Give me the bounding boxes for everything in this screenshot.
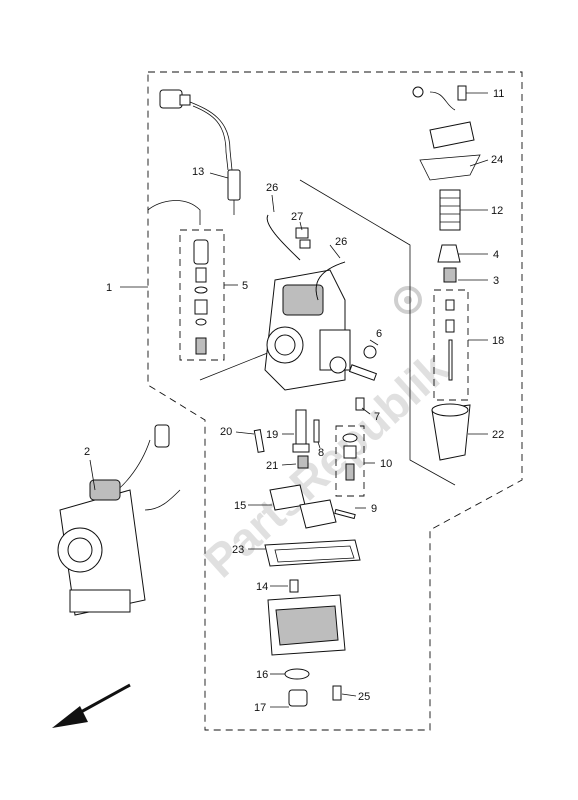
- main-group-outline: [147, 71, 523, 731]
- callout-12: 12: [491, 205, 503, 217]
- sensor-cable: [147, 200, 201, 225]
- drain-plug: [284, 668, 342, 707]
- reference-line-carb: [199, 349, 276, 381]
- group-5-box: [179, 229, 225, 361]
- callout-24: 24: [491, 154, 503, 166]
- group-boundaries: [147, 71, 523, 731]
- float-bowl: [267, 579, 346, 656]
- group-18-box: [433, 289, 469, 401]
- callout-19: 19: [266, 429, 278, 441]
- main-jet-holder: [295, 409, 307, 447]
- callout-22: 22: [492, 429, 504, 441]
- callouts: 1 2 3 4 5 6 7 8 9 10 11 12 13 14 15 16 1: [84, 88, 504, 714]
- callout-21: 21: [266, 460, 278, 472]
- callout-13: 13: [192, 166, 204, 178]
- callout-17: 17: [254, 702, 266, 714]
- callout-2: 2: [84, 446, 90, 458]
- callout-20: 20: [220, 426, 232, 438]
- callout-9: 9: [371, 503, 377, 515]
- callout-10: 10: [380, 458, 392, 470]
- callout-15: 15: [234, 500, 246, 512]
- part-10-stack: [342, 433, 358, 481]
- watermark-gear-icon: [394, 286, 422, 314]
- vent-hoses: [266, 214, 346, 301]
- callout-4: 4: [493, 249, 499, 261]
- callout-18: 18: [492, 335, 504, 347]
- callout-5: 5: [242, 280, 248, 292]
- part-6-screw: [348, 345, 378, 381]
- reference-line-22: [299, 179, 456, 486]
- sensor-body: [227, 169, 241, 201]
- group-10-box: [335, 425, 365, 497]
- slide-spring: [439, 189, 461, 231]
- assembled-carburetor: [57, 424, 181, 616]
- callout-25: 25: [358, 691, 370, 703]
- callout-26-upper: 26: [266, 182, 278, 194]
- callout-27: 27: [291, 211, 303, 223]
- callout-23: 23: [232, 544, 244, 556]
- slide-stack: [412, 85, 481, 461]
- callout-14: 14: [256, 581, 268, 593]
- callout-8: 8: [318, 447, 324, 459]
- callout-6: 6: [376, 328, 382, 340]
- floats: [269, 484, 356, 529]
- callout-7: 7: [374, 411, 380, 423]
- callout-26-lower: 26: [335, 236, 347, 248]
- callout-3: 3: [493, 275, 499, 287]
- direction-arrow-icon: [52, 683, 131, 728]
- sensor-assembly: [159, 89, 241, 215]
- jets: [253, 397, 365, 469]
- callout-1: 1: [106, 282, 112, 294]
- callout-16: 16: [256, 669, 268, 681]
- connector-plug: [159, 89, 183, 109]
- part-5-stack: [193, 239, 209, 355]
- carburetor-body: [264, 269, 351, 391]
- callout-11: 11: [493, 88, 504, 100]
